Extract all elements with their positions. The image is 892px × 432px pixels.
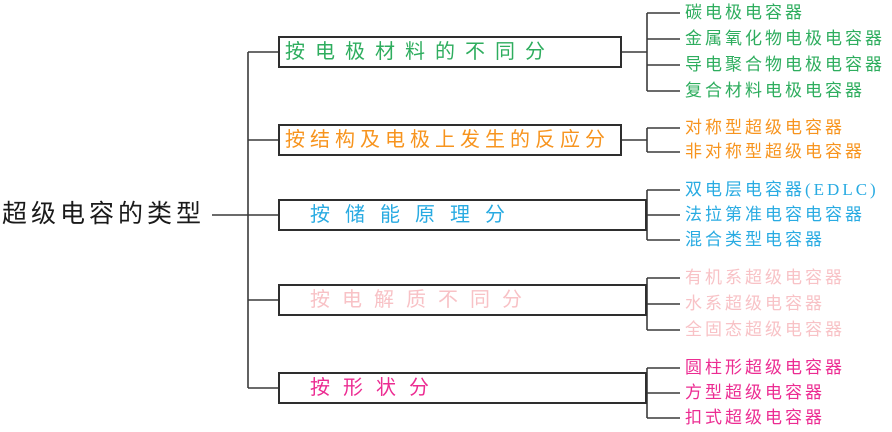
- branch-box-electrode-material: 按电极材料的不同分: [278, 36, 622, 68]
- leaf-label: 非对称型超级电容器: [685, 142, 865, 161]
- leaf-label: 复合材料电极电容器: [685, 81, 865, 100]
- branch-box-shape: 按形状分: [278, 372, 647, 404]
- branch-box-energy-storage-principle: 按储能原理分: [278, 199, 647, 231]
- leaf-label: 双电层电容器(EDLC): [685, 180, 879, 199]
- leaf-label: 对称型超级电容器: [685, 118, 845, 137]
- branch-box-electrolyte: 按电解质不同分: [278, 284, 647, 316]
- leaf-label: 圆柱形超级电容器: [685, 358, 845, 377]
- leaf-label: 扣式超级电容器: [685, 408, 825, 427]
- leaf-label: 金属氧化物电极电容器: [685, 29, 885, 48]
- leaf-label: 方型超级电容器: [685, 383, 825, 402]
- leaf-label: 混合类型电容器: [685, 230, 825, 249]
- leaf-label: 全固态超级电容器: [685, 320, 845, 339]
- root-label: 超级电容的类型: [2, 201, 206, 228]
- leaf-label: 有机系超级电容器: [685, 268, 845, 287]
- leaf-label: 水系超级电容器: [685, 294, 825, 313]
- branch-box-structure-reaction: 按结构及电极上发生的反应分: [278, 124, 622, 156]
- leaf-label: 法拉第准电容电容器: [685, 205, 865, 224]
- leaf-label: 碳电极电容器: [685, 3, 805, 22]
- leaf-label: 导电聚合物电极电容器: [685, 55, 885, 74]
